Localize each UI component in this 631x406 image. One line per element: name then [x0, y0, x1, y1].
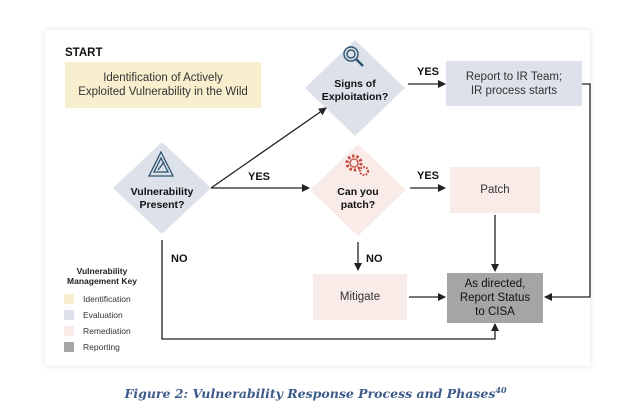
report-ir-box: Report to IR Team; IR process starts — [446, 61, 582, 106]
decision-present-diamond — [113, 142, 211, 234]
key-title: Vulnerability Management Key — [67, 266, 137, 286]
key-item-reporting: Reporting — [64, 342, 120, 352]
arrow-ir-to-cisa — [544, 83, 591, 301]
yes-label-present: YES — [248, 171, 271, 183]
magnifier-icon — [343, 46, 364, 67]
key-label-identification: Identification — [83, 294, 131, 304]
mitigate-box: Mitigate — [313, 274, 407, 320]
yes-label-patch: YES — [417, 170, 440, 182]
figure-caption: Figure 2: Vulnerability Response Process… — [0, 385, 631, 401]
identification-box: Identification of Actively Exploited Vul… — [65, 62, 261, 108]
report-cisa-box: As directed, Report Status to CISA — [447, 273, 543, 323]
start-label: START — [65, 47, 103, 59]
caption-footnote: 40 — [495, 385, 507, 395]
key-item-identification: Identification — [64, 294, 131, 304]
key-swatch-remediation — [64, 326, 74, 336]
decision-present-label: Vulnerability Present? — [130, 186, 194, 211]
key-label-reporting: Reporting — [83, 342, 120, 352]
patch-box: Patch — [450, 167, 540, 213]
no-label-present: NO — [171, 253, 188, 265]
warning-triangle-icon — [147, 150, 175, 177]
decision-patch-label: Can you patch? — [337, 186, 379, 211]
decision-signs-diamond — [305, 40, 405, 136]
key-swatch-identification — [64, 294, 74, 304]
no-label-patch: NO — [366, 253, 383, 265]
key-swatch-evaluation — [64, 310, 74, 320]
arrow-present-to-signs — [210, 107, 327, 189]
key-label-evaluation: Evaluation — [83, 310, 123, 320]
key-item-remediation: Remediation — [64, 326, 131, 336]
yes-label-signs: YES — [417, 66, 440, 78]
key-swatch-reporting — [64, 342, 74, 352]
caption-text: Figure 2: Vulnerability Response Process… — [124, 386, 496, 402]
decision-patch-diamond — [310, 144, 406, 236]
decision-signs-label: Signs of Exploitation? — [321, 78, 389, 103]
key-label-remediation: Remediation — [83, 326, 131, 336]
arrow-present-no-to-cisa — [161, 240, 499, 340]
key-item-evaluation: Evaluation — [64, 310, 123, 320]
gear-icon — [345, 154, 370, 177]
